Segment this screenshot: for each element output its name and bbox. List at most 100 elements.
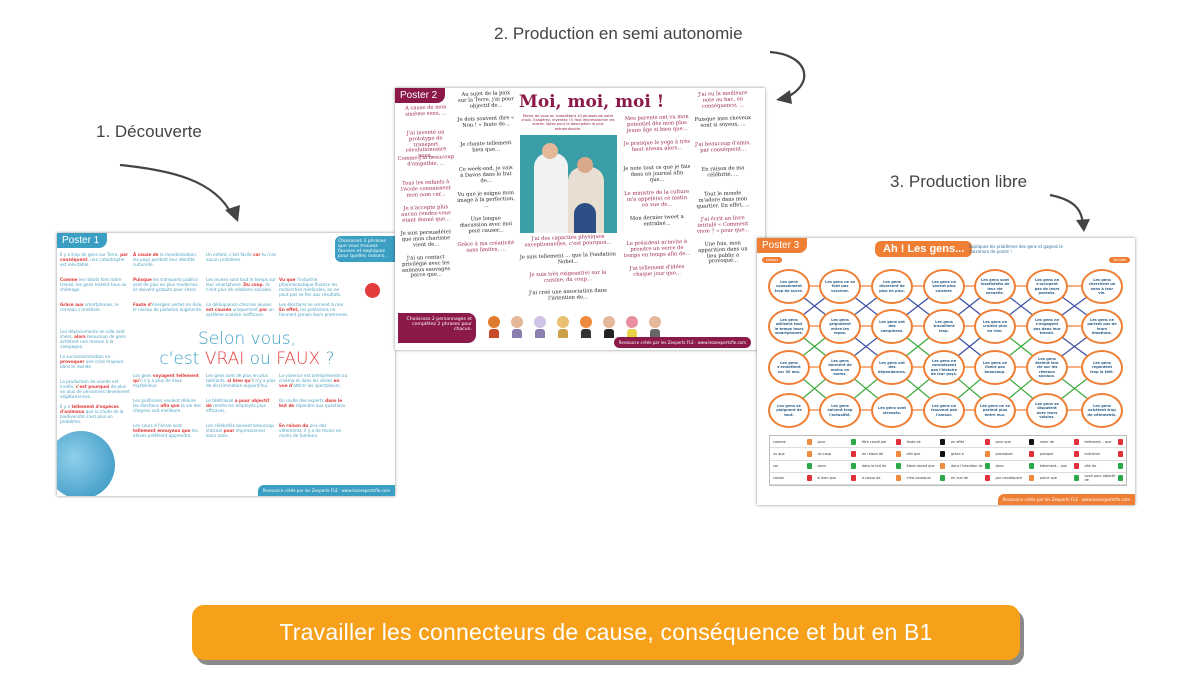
connector-label: grâce à xyxy=(951,451,964,456)
phrase-text: les politiciens ne tiennent jamais leurs… xyxy=(279,307,349,317)
points-badge-icon xyxy=(984,463,990,470)
phrase: Vu que je soigne mon image à la perfecti… xyxy=(457,190,515,209)
phrase-text: prix des vêtements, il y a de moins en m… xyxy=(279,423,342,438)
connector-highlight: En raison du xyxy=(279,423,309,428)
connector-cell: afin que xyxy=(903,448,948,461)
connector-highlight: pour xyxy=(223,428,235,433)
board-square: Les gens ne savent plus cuisiner. xyxy=(923,269,965,304)
phrase: Au sujet de la paix sur la Terre, j'ai p… xyxy=(458,90,514,110)
board-square: Les gens ne s'engagent pas dans leur tra… xyxy=(1026,309,1068,344)
board-square: Les gens ont des dépendances. xyxy=(871,350,913,385)
poster-title: Moi, moi, moi ! xyxy=(519,92,665,112)
phrase-text: La délinquance chez les jeunes xyxy=(206,302,272,307)
phrase-text: il n'y a plus de discrimination aujourd'… xyxy=(206,378,276,388)
connector-label: c'est pourquoi xyxy=(906,476,931,481)
phrase: Les jeunes sont tout le temps sur leur s… xyxy=(206,277,276,292)
points-badge-icon xyxy=(1118,438,1123,445)
phrase: Puisque mes cheveux sont si soyeux, ... xyxy=(694,115,752,129)
board-square: Les gens ne s'occupent pas de leurs pare… xyxy=(1026,269,1068,304)
points-badge-icon xyxy=(806,438,812,445)
connector-cell: dans l'intention de xyxy=(948,461,993,473)
phrase: J'ai écrit un livre intitulé « Comment v… xyxy=(696,215,750,235)
connector-highlight: alors xyxy=(74,334,86,339)
connector-highlight: Puisque xyxy=(133,277,152,282)
connector-label: du coup xyxy=(817,451,832,456)
globe-icon xyxy=(57,431,115,496)
phrase: Tout le monde m'adore dans mon quartier.… xyxy=(696,190,750,210)
phrase-text: que la chute de la biodiversité n'est pl… xyxy=(60,409,124,424)
connector-highlight: Comme xyxy=(60,277,78,282)
points-badge-icon xyxy=(851,438,856,445)
phrase-text: uniquement xyxy=(231,307,260,312)
phrase: J'ai tellement d'idées chaque jour que..… xyxy=(629,264,685,278)
step-label-discovery: 1. Découverte xyxy=(96,122,202,141)
phrase: Grâce aux smartphones, le cerveau s'amél… xyxy=(60,302,130,312)
connector-label: en vue de xyxy=(951,476,968,481)
connector-cell: comme xyxy=(770,436,815,449)
phrase-text: les élèves préfèrent apprendre. xyxy=(133,428,198,438)
points-badge-icon xyxy=(1073,438,1079,445)
footer-credit: Ressource créée par les Zexperts FLE · w… xyxy=(613,337,751,348)
connector-label: étant donné que xyxy=(906,464,935,469)
connector-highlight: par conséquent xyxy=(60,252,128,262)
phrase: J'ai eu la meilleure note au bac, en con… xyxy=(698,90,748,110)
phrase: J'ai des capacités physiques exceptionne… xyxy=(524,233,612,249)
phrase: Je chante tellement bien que... xyxy=(460,140,512,154)
connector-label: faute de xyxy=(906,439,921,444)
phrase-text: tu n'as aucun problème. xyxy=(206,252,276,262)
character-icon xyxy=(602,316,615,338)
poster-2: Poster 2 Moi, moi, moi ! Parlez de vous … xyxy=(395,88,765,350)
connector-highlight: À cause de xyxy=(133,252,159,257)
phrase: J'ai créé une association dans l'intenti… xyxy=(528,287,607,302)
connector-label: car xyxy=(773,464,779,469)
connector-highlight: provoquer xyxy=(60,359,85,364)
connector-label: puisque xyxy=(1040,451,1054,456)
connector-cell: par conséquent xyxy=(992,473,1037,485)
board-square: Les gens se disputent avec leurs voisins… xyxy=(1026,393,1068,428)
connector-cell: être causé par xyxy=(859,436,904,449)
connector-label: à cause de xyxy=(862,476,881,481)
points-badge-icon xyxy=(1073,463,1079,470)
connector-highlight: par xyxy=(259,307,268,312)
connector-highlight: Vu que xyxy=(279,277,296,282)
connector-label: pour xyxy=(817,439,826,444)
connector-label: avoir pour objectif de xyxy=(1084,474,1116,483)
phrase-text: On invite des experts xyxy=(279,398,326,403)
points-badge-icon xyxy=(806,463,812,470)
connector-cell: causer xyxy=(770,473,815,485)
title-vrai: VRAI xyxy=(204,349,245,369)
board-square: Les gens ne connaissent pas l'histoire d… xyxy=(923,350,965,385)
title-text: ? xyxy=(320,349,335,369)
phrase: Les politiciens veulent réduire les élec… xyxy=(133,398,203,413)
phrase: Les déplacements en ville sont chers, al… xyxy=(60,329,130,349)
phrase-text: impressionner leurs amis. xyxy=(206,428,266,438)
phrase-text: Les célébrités boivent beaucoup d'alcool xyxy=(206,423,274,433)
connector-cell: avoir pour objectif de xyxy=(1081,473,1126,485)
points-badge-icon xyxy=(1029,450,1034,457)
phrase: On invite des experts dans le but de rép… xyxy=(279,398,349,408)
connector-cell: venir de xyxy=(1037,436,1082,449)
phrase: Il y a trop de gens sur Terre, par consé… xyxy=(60,252,130,267)
phrase: Les cours à l'école sont tellement ennuy… xyxy=(133,423,203,438)
character-icon xyxy=(625,316,638,338)
phrase: À cause de mon sixième sens, ... xyxy=(404,104,447,118)
poster-title: Ah ! Les gens... xyxy=(875,241,973,257)
connector-cell: à cause de xyxy=(859,473,904,485)
character-icon xyxy=(579,316,592,338)
connector-label: afin de xyxy=(1084,464,1097,469)
phrase: Je note tout ce que je fais dans un jour… xyxy=(623,163,691,183)
connector-cell: vu que xyxy=(770,448,815,461)
phrase-text: Les déplacements en ville sont chers, xyxy=(60,329,125,339)
connector-label: par conséquent xyxy=(995,476,1023,481)
connector-label: dans le but de xyxy=(862,464,887,469)
phrase: Mes parents ont vu mon potentiel dès mon… xyxy=(624,113,689,134)
points-badge-icon xyxy=(851,475,856,482)
board-square: Les gens utilisent tout le temps leurs s… xyxy=(768,309,810,344)
connector-cell: tellement... que xyxy=(1037,461,1082,473)
character-icon xyxy=(510,316,523,338)
points-badge-icon xyxy=(940,463,945,470)
connector-highlight: a pour objectif de xyxy=(206,398,270,408)
phrase: Le ministre de la culture m'a appelé(e) … xyxy=(624,188,690,209)
connector-label: causer xyxy=(773,476,785,481)
title-text: c'est xyxy=(159,349,205,369)
